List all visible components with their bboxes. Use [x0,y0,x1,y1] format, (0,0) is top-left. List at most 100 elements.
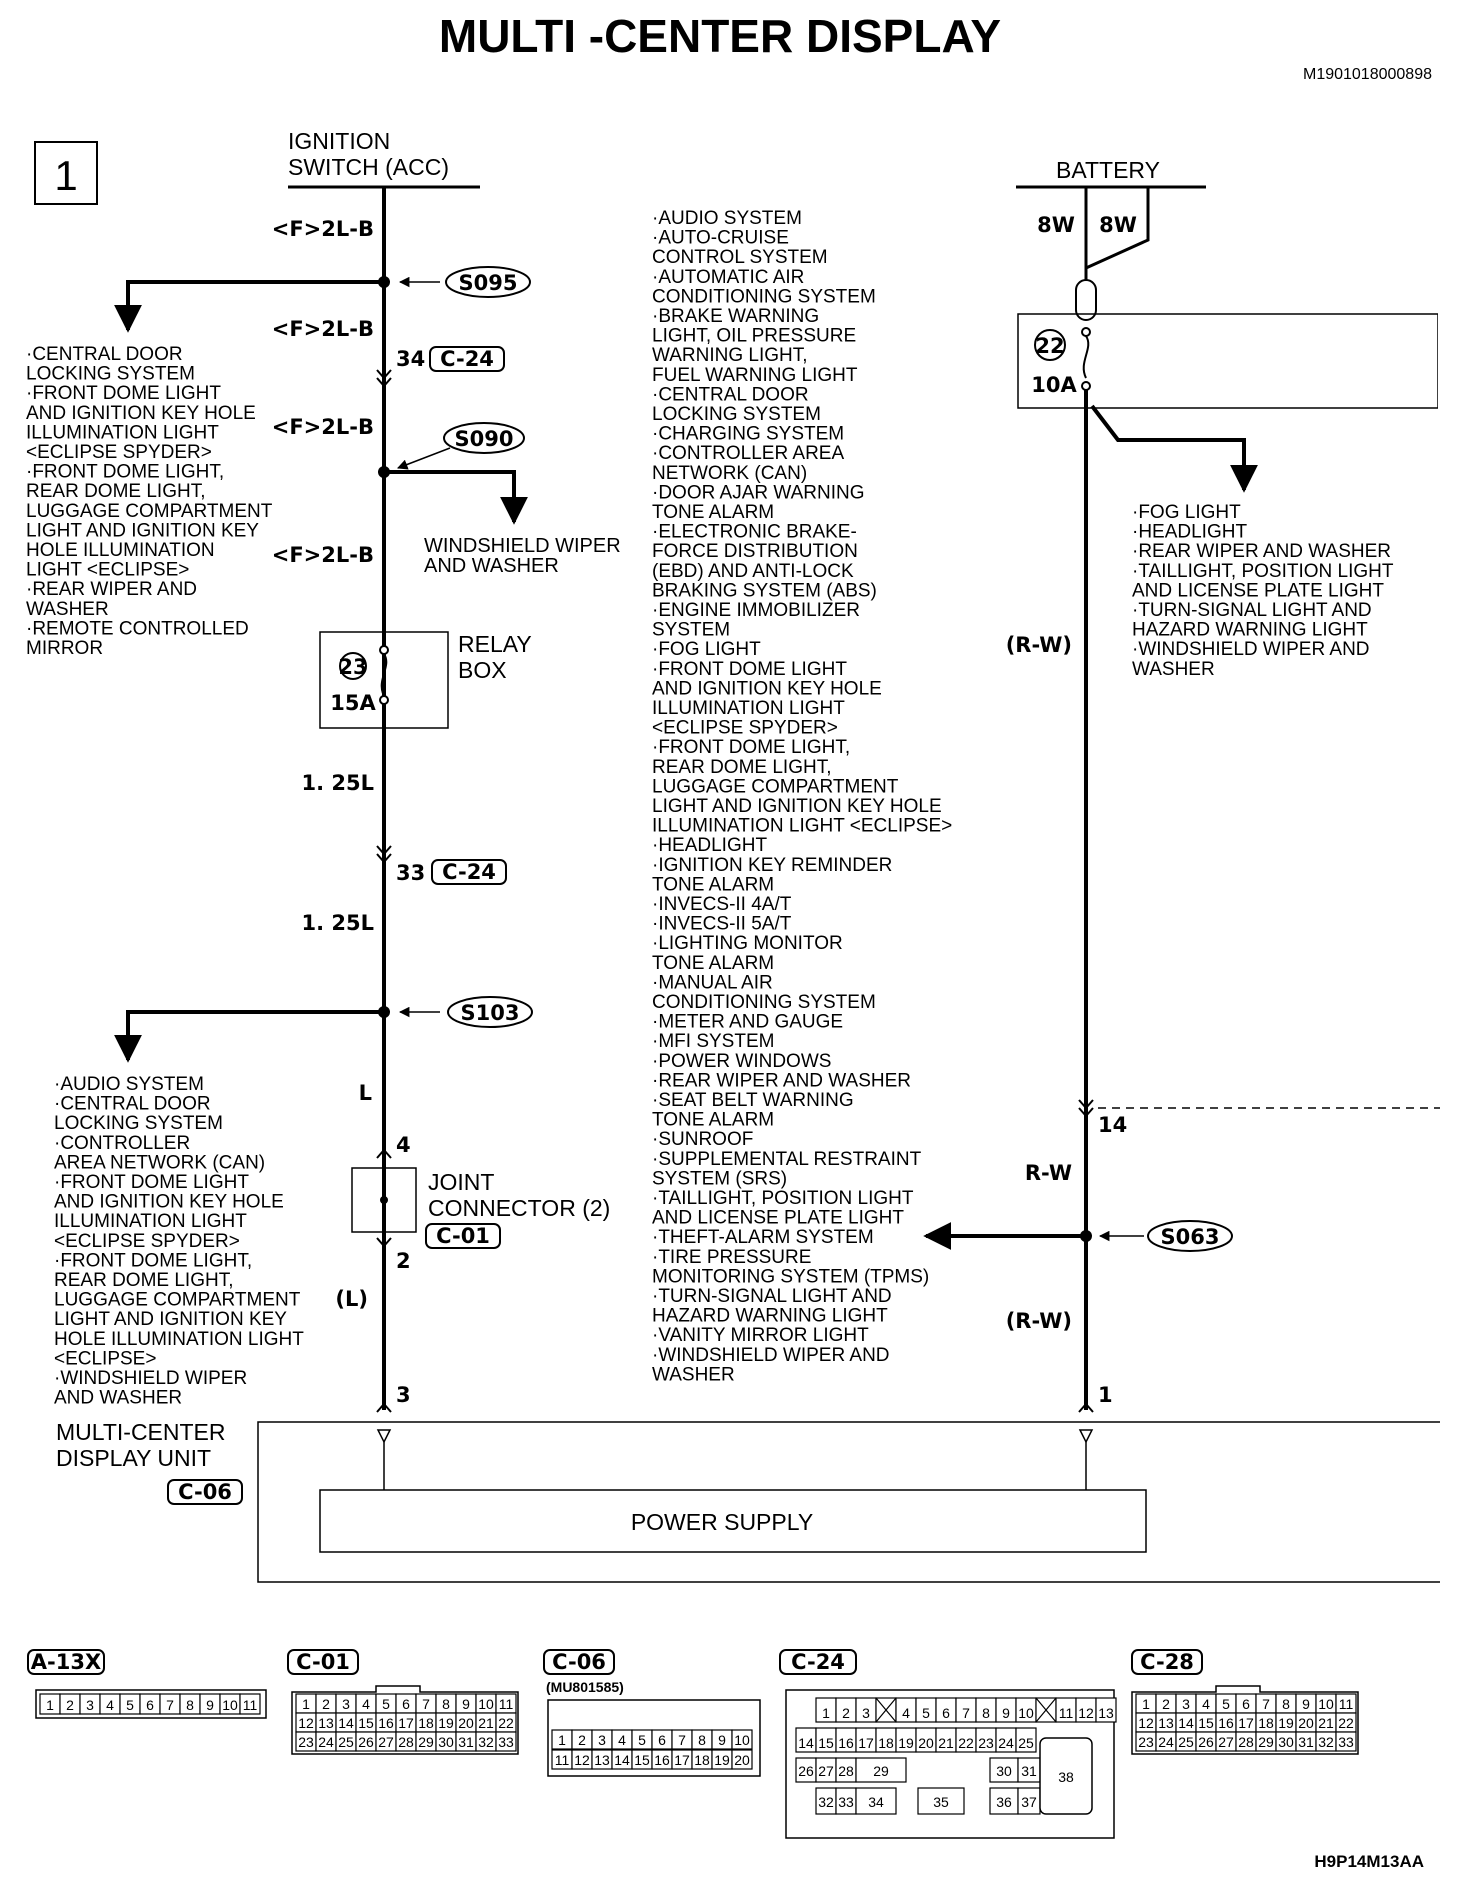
conn-a13x-pin: 1 [46,1697,54,1713]
conn-c01-pin: 2 [322,1696,330,1712]
conn-c24-pin: 16 [838,1735,854,1751]
conn-a13x-pin: 3 [86,1697,94,1713]
conn-c01-pin: 1 [302,1696,310,1712]
conn-c01-label: C-01 [296,1650,350,1674]
list-left-top-line: ·CENTRAL DOOR [26,344,183,365]
list-left-bottom-line: LIGHT AND IGNITION KEY [54,1309,287,1330]
conn-c06-pin: 4 [618,1732,626,1748]
fuse-number-22: 22 [1035,334,1064,358]
conn-c24-cell [917,1787,965,1815]
conn-c01-pin: 7 [422,1696,430,1712]
fuse-23-element [380,653,388,697]
list-left-bottom-line: REAR DOME LIGHT, [54,1270,233,1291]
conn-c01-pin: 29 [418,1734,434,1750]
list-center-line: ·AUTO-CRUISE [652,228,789,249]
list-center-line: ·SUNROOF [652,1129,753,1150]
conn-c28-pin: 30 [1278,1734,1294,1750]
conn-c01-pin: 5 [382,1696,390,1712]
conn-c24-label-box [779,1649,857,1675]
conn-c24-pin: 11 [1059,1705,1074,1721]
conn-c06-pin: 16 [654,1752,670,1768]
conn-c28-pin: 12 [1138,1715,1154,1731]
joint-connector-dot [380,1196,388,1204]
conn-c24-cell [1015,1727,1037,1753]
list-left-bottom-line: AREA NETWORK (CAN) [54,1152,265,1173]
list-center-line: TONE ALARM [652,953,774,974]
list-center-line: LOCKING SYSTEM [652,404,821,425]
conn-c06-housing [547,1699,761,1777]
list-left-bottom-line: ·AUDIO SYSTEM [54,1074,204,1095]
conn-c28-pin: 24 [1158,1734,1174,1750]
list-center-line: FORCE DISTRIBUTION [652,541,858,562]
unit-pin1-mark [1078,1402,1094,1413]
conn-c24-pin: 21 [938,1735,954,1751]
list-left-bottom-line: <ECLIPSE> [54,1348,156,1369]
conn-c01-pin: 4 [362,1696,370,1712]
conn-c24-pin: 15 [818,1735,834,1751]
conn-c01-pin: 23 [298,1734,314,1750]
list-center-line: AND IGNITION KEY HOLE [652,678,882,699]
list-left-top-line: ·FRONT DOME LIGHT, [26,462,224,483]
conn-c24-pin: 25 [1018,1735,1034,1751]
list-right-line: ·FOG LIGHT [1132,502,1241,523]
list-left-bottom-line: ·WINDSHIELD WIPER [54,1368,247,1389]
wire-label-2: <F>2L-B [272,317,374,341]
conn-c24-pin: 12 [1078,1705,1094,1721]
conn-ref-c24b: C-24 [442,860,496,884]
conn-c01-label-box [287,1649,359,1675]
conn-c01-pin: 13 [318,1715,334,1731]
mcd-unit-line2: DISPLAY UNIT [56,1445,211,1471]
conn-c24-pin: 32 [818,1794,834,1810]
doc-code: M1901018000898 [1303,66,1432,83]
conn-c28-pin: 17 [1238,1715,1254,1731]
conn-c28-pin: 15 [1198,1715,1214,1731]
ignition-label-line1: IGNITION [288,128,390,154]
conn-c28-pin: 10 [1318,1696,1334,1712]
list-center-line: TONE ALARM [652,874,774,895]
conn-c28-label-box [1131,1649,1203,1675]
joint-pin4-mark [376,1148,392,1159]
list-right-line: ·TURN-SIGNAL LIGHT AND [1132,600,1372,621]
conn-c06-pin: 20 [734,1752,750,1768]
conn-c24-pin: 18 [878,1735,894,1751]
fuse-box-22 [1017,313,1439,409]
conn-c24-pin: 26 [798,1763,814,1779]
conn-c01-pin: 16 [378,1715,394,1731]
list-center-line: ·MFI SYSTEM [652,1031,774,1052]
conn-c01-pin: 30 [438,1734,454,1750]
conn-c24-pin: 34 [868,1794,884,1810]
list-center-line: ·CENTRAL DOOR [652,384,809,405]
list-center-line: ·ENGINE IMMOBILIZER [652,600,860,621]
conn-c01-pin: 15 [358,1715,374,1731]
conn-c24-cell [989,1757,1019,1783]
conn-c24-blank-pin [1035,1697,1057,1723]
list-left-bottom-line: AND IGNITION KEY HOLE [54,1192,284,1213]
list-center-line: ·AUTOMATIC AIR [652,267,804,288]
list-center-line: ·AUDIO SYSTEM [652,208,802,229]
conn-ref-box-c24a [429,346,505,372]
list-center-line: ·SEAT BELT WARNING [652,1090,854,1111]
conn-c06-cell [731,1749,753,1770]
conn-c01-pin: 26 [358,1734,374,1750]
list-center-line: WARNING LIGHT, [652,345,808,366]
conn-c28-pin: 16 [1218,1715,1234,1731]
conn-c01-pin: 22 [498,1715,514,1731]
conn-ref-box-c01 [425,1223,501,1249]
list-left-top-line: LOCKING SYSTEM [26,364,195,385]
list-left-top-line: LIGHT <ECLIPSE> [26,560,189,581]
ignition-label-line2: SWITCH (ACC) [288,154,449,180]
conn-c06-label-box [543,1649,615,1675]
wire-label-11: (R-W) [1006,1309,1072,1333]
battery-wire-right: 8W [1099,213,1137,237]
mcd-unit-box [257,1421,1440,1583]
splice-s063 [1147,1220,1233,1252]
fuse-box-cut [1438,305,1472,415]
conn-a13x-pin: 4 [106,1697,114,1713]
conn-c28-pin: 26 [1198,1734,1214,1750]
conn-c28-housing [1131,1685,1359,1755]
conn-c01-pin: 8 [442,1696,450,1712]
conn-c06-pin: 19 [714,1752,730,1768]
conn-a13x-housing [35,1689,267,1719]
list-center-line: ILLUMINATION LIGHT <ECLIPSE> [652,816,952,837]
conn-c24-pin: 38 [1058,1769,1074,1785]
